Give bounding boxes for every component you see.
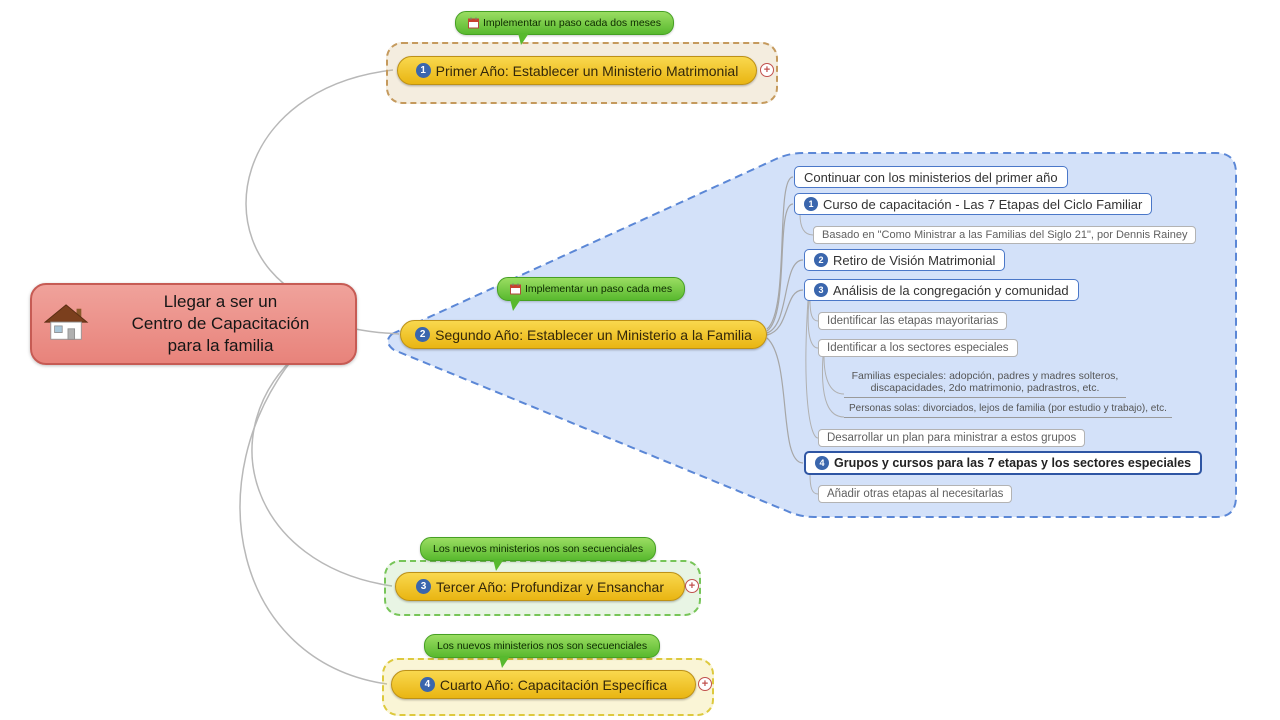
house-icon <box>44 303 90 345</box>
priority-badge-1: 1 <box>415 63 431 78</box>
callout-segundo[interactable]: Implementar un paso cada mes <box>497 277 686 311</box>
subtopic-basado[interactable]: Basado en "Como Ministrar a las Familias… <box>813 226 1197 244</box>
subtopic-personas-solas[interactable]: Personas solas: divorciados, lejos de fa… <box>844 403 1172 418</box>
priority-badge-1: 1 <box>804 197 818 211</box>
connector-segundo-curso <box>766 203 794 332</box>
callout-label: Implementar un paso cada mes <box>525 283 673 295</box>
priority-badge-4: 4 <box>815 456 829 470</box>
subtopic-identificar-sectores[interactable]: Identificar a los sectores especiales <box>818 339 1018 357</box>
central-topic-label: Llegar a ser un Centro de Capacitación p… <box>131 291 310 356</box>
callout-tail <box>518 33 529 45</box>
calendar-icon <box>510 283 521 295</box>
subtopic-label: Análisis de la congregación y comunidad <box>833 282 1069 298</box>
subtopic-label: Grupos y cursos para las 7 etapas y los … <box>834 456 1192 470</box>
callout-primer[interactable]: Implementar un paso cada dos meses <box>455 11 675 45</box>
priority-badge-3: 3 <box>814 283 828 297</box>
topic-segundo-ano[interactable]: 2 Segundo Año: Establecer un Ministerio … <box>400 320 767 349</box>
subtopic-familias-especiales[interactable]: Familias especiales: adopción, padres y … <box>844 370 1126 398</box>
expand-button-cuarto[interactable]: + <box>698 677 712 691</box>
subtopic-label: Retiro de Visión Matrimonial <box>833 252 996 268</box>
subtopic-label: Curso de capacitación - Las 7 Etapas del… <box>823 196 1143 212</box>
subtopic-anadir-etapas[interactable]: Añadir otras etapas al necesitarlas <box>818 485 1013 503</box>
subtopic-label: Basado en "Como Ministrar a las Familias… <box>822 229 1188 241</box>
connector-curso-basado <box>799 213 814 236</box>
subtopic-desarrollar-plan[interactable]: Desarrollar un plan para ministrar a est… <box>818 429 1086 447</box>
connector-sectores-familias <box>823 355 845 395</box>
connector-analisis-desarrollar <box>805 299 819 439</box>
topic-primer-ano[interactable]: 1 Primer Año: Establecer un Ministerio M… <box>397 56 757 85</box>
subtopic-retiro[interactable]: 2 Retiro de Visión Matrimonial <box>804 249 1006 271</box>
topic-tercer-label: Tercer Año: Profundizar y Ensanchar <box>435 578 664 595</box>
connector-analisis-etapas <box>809 299 819 322</box>
callout-label: Los nuevos ministerios nos son secuencia… <box>433 543 644 555</box>
priority-badge-2: 2 <box>415 327 431 342</box>
callout-label: Implementar un paso cada dos meses <box>483 17 662 29</box>
subtopic-label: Identificar a los sectores especiales <box>827 342 1009 354</box>
topic-primer-label: Primer Año: Establecer un Ministerio Mat… <box>435 62 739 79</box>
connector-root-primer <box>245 69 394 296</box>
connector-analisis-sectores <box>807 299 819 349</box>
connector-segundo-analisis <box>766 289 804 336</box>
subtopic-identificar-etapas[interactable]: Identificar las etapas mayoritarias <box>818 312 1008 330</box>
callout-tail <box>510 299 521 311</box>
connector-grupos-anadir <box>809 473 819 495</box>
central-topic[interactable]: Llegar a ser un Centro de Capacitación p… <box>30 283 357 365</box>
connector-root-cuarto <box>239 355 388 685</box>
expand-button-tercer[interactable]: + <box>685 579 699 593</box>
connector-root-tercer <box>251 351 393 587</box>
subtopic-grupos-cursos[interactable]: 4 Grupos y cursos para las 7 etapas y lo… <box>804 451 1203 475</box>
callout-tail <box>499 656 510 668</box>
priority-badge-2: 2 <box>814 253 828 267</box>
callout-tercer[interactable]: Los nuevos ministerios nos son secuencia… <box>420 537 657 571</box>
callout-cuarto[interactable]: Los nuevos ministerios nos son secuencia… <box>424 634 661 668</box>
topic-cuarto-label: Cuarto Año: Capacitación Específica <box>439 676 668 693</box>
connector-segundo-retiro <box>766 259 804 334</box>
calendar-icon <box>468 17 479 29</box>
topic-cuarto-ano[interactable]: 4 Cuarto Año: Capacitación Específica <box>391 670 696 699</box>
subtopic-label: Añadir otras etapas al necesitarlas <box>827 488 1004 500</box>
subtopic-label: Desarrollar un plan para ministrar a est… <box>827 432 1077 444</box>
subtopic-label: Continuar con los ministerios del primer… <box>804 169 1058 185</box>
callout-label: Los nuevos ministerios nos son secuencia… <box>437 640 648 652</box>
priority-badge-3: 3 <box>415 579 431 594</box>
expand-button-primer[interactable]: + <box>760 63 774 77</box>
connector-root-segundo <box>349 327 400 335</box>
boundary-segundo[interactable] <box>387 152 1237 518</box>
connector-segundo-grupos <box>766 337 804 464</box>
callout-tail <box>493 559 504 571</box>
subtopic-label: Identificar las etapas mayoritarias <box>827 315 999 327</box>
topic-tercer-ano[interactable]: 3 Tercer Año: Profundizar y Ensanchar <box>395 572 685 601</box>
topic-segundo-label: Segundo Año: Establecer un Ministerio a … <box>435 326 752 343</box>
subtopic-analisis[interactable]: 3 Análisis de la congregación y comunida… <box>804 279 1079 301</box>
priority-badge-4: 4 <box>419 677 435 692</box>
connector-segundo-continuar <box>766 176 794 330</box>
subtopic-continuar[interactable]: Continuar con los ministerios del primer… <box>794 166 1068 188</box>
connector-sectores-personas <box>821 355 845 418</box>
subtopic-curso[interactable]: 1 Curso de capacitación - Las 7 Etapas d… <box>794 193 1153 215</box>
